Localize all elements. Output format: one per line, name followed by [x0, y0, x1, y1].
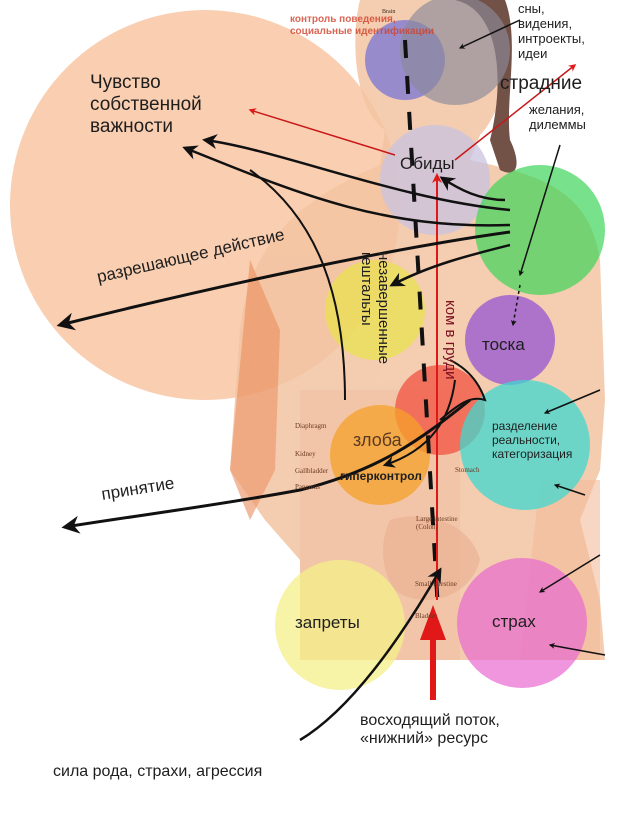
- arrow-to-fear-bottom: [548, 642, 606, 656]
- head-control-label: контроль поведения, социальные идентифик…: [290, 14, 434, 37]
- large-intestine-line-1: Large intestine: [416, 515, 458, 523]
- self-importance-label: Чувство собственной важности: [90, 72, 202, 138]
- prohibitions-label: запреты: [295, 613, 360, 632]
- anatomy-label-pancreas: Pancreas: [295, 483, 320, 491]
- upward-flow-line-1: восходящий поток,: [360, 712, 500, 729]
- anatomy-label-gallbladder: Gallbladder: [295, 467, 329, 475]
- lump-in-chest-label: ком в груди: [442, 300, 459, 380]
- resolving-action-arrow: [56, 230, 511, 331]
- arrow-to-self-importance-1: [202, 134, 511, 212]
- anatomy-label-diaphragm: Diaphragm: [295, 422, 327, 430]
- separation-line-1: разделение: [492, 419, 558, 433]
- head-control-line-2: социальные идентификации: [290, 25, 434, 37]
- separation-line-2: реальности,: [492, 432, 561, 447]
- arrow-to-fear-top: [538, 554, 601, 593]
- anatomy-label-kidney: Kidney: [295, 450, 316, 458]
- heart-green-circle: [475, 165, 605, 295]
- arrow-to-resentment: [439, 176, 506, 202]
- desires-line-2: дилеммы: [529, 116, 586, 132]
- self-importance-line-3: важности: [90, 115, 174, 137]
- arrow-to-self-importance-2: [182, 145, 511, 227]
- upward-flow-line-2: «нижний» ресурс: [360, 730, 488, 748]
- anatomy-label-bladder: Bladder: [415, 612, 438, 620]
- gestalts-line-1: незавершенные: [375, 252, 392, 365]
- anger-label: злоба: [353, 430, 402, 450]
- clan-power-label: сила рода, страхи, агрессия: [53, 763, 263, 780]
- gestalts-label: незавершенные гештальты: [357, 252, 392, 365]
- anger-orange-circle: [330, 405, 430, 505]
- resentment-label: Обиды: [400, 154, 455, 173]
- fear-label: страх: [492, 612, 536, 631]
- self-importance-line-1: Чувство: [90, 72, 161, 93]
- arrow-to-longing-dotted: [510, 284, 521, 327]
- red-arrow-to-suffering: [454, 64, 577, 161]
- acceptance-arrow: [61, 398, 471, 534]
- separation-line-3: категоризация: [492, 446, 573, 461]
- self-importance-line-2: собственной: [90, 93, 202, 115]
- arrow-to-hypercontrol: [382, 379, 456, 468]
- longing-purple-circle: [465, 295, 555, 385]
- dreams-line-3: интроекты,: [518, 30, 585, 46]
- anatomy-label-stomach: Stomach: [455, 466, 480, 474]
- clan-power-arrow: [299, 567, 442, 742]
- separation-teal-circle: [460, 380, 590, 510]
- gestalts-line-2: гештальты: [357, 252, 375, 326]
- arrow-dreams-to-brain: [458, 19, 521, 49]
- longing-label: тоска: [482, 335, 525, 354]
- desires-line-1: желания,: [529, 102, 585, 117]
- anatomy-label-small-intestine: Small intestine: [415, 580, 457, 588]
- anatomy-label-large-intestine: Large intestine (Colon): [416, 515, 458, 531]
- arrow-desires-to-longing: [518, 144, 561, 277]
- large-intestine-line-2: (Colon): [416, 523, 438, 532]
- upward-flow-label: восходящий поток, «нижний» ресурс: [360, 712, 500, 749]
- dreams-line-2: видения,: [518, 15, 573, 31]
- desires-label: желания, дилеммы: [529, 102, 586, 133]
- fear-pink-circle: [457, 558, 587, 688]
- chest-loop-arrow: [439, 359, 487, 421]
- red-arrow-to-self-importance: [248, 108, 396, 156]
- arrow-to-separation-top: [543, 389, 601, 414]
- dashed-axis-line: [403, 39, 440, 611]
- suffering-label: страдние: [500, 73, 583, 94]
- hypercontrol-label: гиперконтрол: [340, 469, 422, 483]
- prohibitions-yellow-circle: [275, 560, 405, 690]
- arrow-to-separation-bottom: [553, 483, 586, 496]
- dreams-label: сны, видения, интроекты, идеи: [518, 1, 585, 62]
- brain-circle: [400, 0, 510, 105]
- separation-label: разделение реальности, категоризация: [492, 419, 573, 461]
- head-control-line-1: контроль поведения,: [290, 14, 396, 25]
- self-importance-loop-line: [249, 169, 346, 401]
- upward-flow-arrowhead: [420, 605, 446, 640]
- arrow-to-gestalts: [389, 243, 511, 287]
- dreams-line-4: идеи: [518, 45, 548, 61]
- dreams-line-1: сны,: [518, 1, 545, 16]
- anatomy-label-brain: Brain: [382, 9, 396, 15]
